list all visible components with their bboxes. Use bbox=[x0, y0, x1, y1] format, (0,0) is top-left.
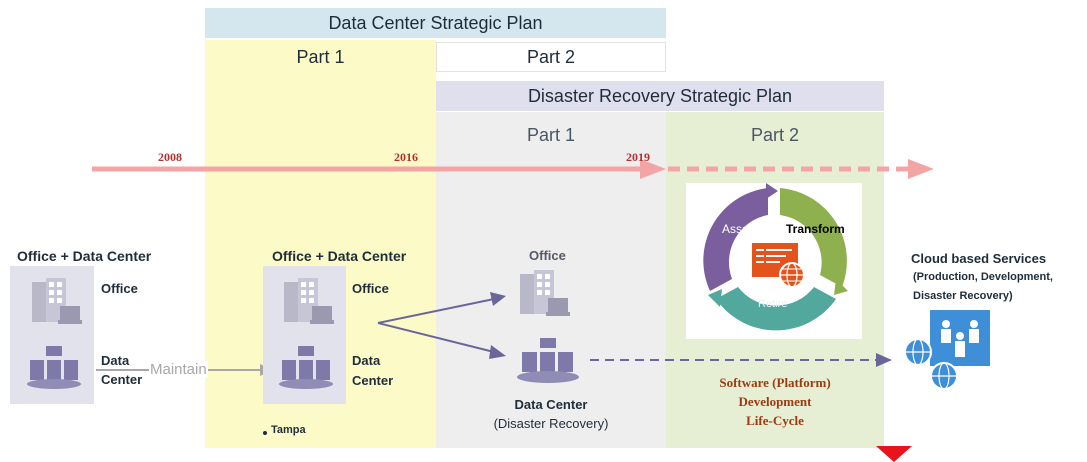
part1-stage-title: Office + Data Center bbox=[272, 248, 407, 264]
maintain-label: Maintain bbox=[149, 361, 208, 378]
left-dc-label-line2: Center bbox=[101, 372, 143, 387]
dr-part1-label: Part 1 bbox=[526, 124, 576, 145]
dc-part2-header: Part 2 bbox=[436, 42, 666, 72]
office-building-icon bbox=[520, 270, 570, 316]
year-2008: 2008 bbox=[158, 150, 182, 164]
dr-dc-label-line2: (Disaster Recovery) bbox=[493, 416, 609, 431]
part1-office-label: Office bbox=[352, 281, 389, 296]
dc-part1-label: Part 1 bbox=[296, 46, 345, 67]
left-stage-title: Office + Data Center bbox=[17, 248, 152, 264]
part1-dc-label-line2: Center bbox=[352, 373, 394, 388]
cloud-subtitle-line1: (Production, Development, bbox=[913, 271, 1053, 283]
year-2016: 2016 bbox=[394, 150, 418, 164]
sdlc-line1: Software (Platform) bbox=[719, 375, 831, 390]
tampa-label: Tampa bbox=[271, 424, 306, 436]
dr-part2-label: Part 2 bbox=[750, 124, 800, 145]
dr-part1-header: Part 1 bbox=[436, 120, 666, 150]
assess-label: Assess bbox=[722, 222, 761, 236]
dr-dc-label-line1: Data Center bbox=[514, 397, 588, 412]
transform-label: Transform bbox=[786, 222, 845, 236]
dc-part2-label: Part 2 bbox=[526, 46, 576, 67]
office-building-icon bbox=[32, 278, 82, 324]
server-icon bbox=[517, 338, 579, 383]
sdlc-label: Software (Platform) Development Life-Cyc… bbox=[666, 373, 884, 430]
dc-plan-title: Data Center Strategic Plan bbox=[328, 12, 543, 33]
dr-plan-title: Disaster Recovery Strategic Plan bbox=[527, 85, 793, 106]
server-icon bbox=[27, 346, 81, 389]
dc-part1-header: Part 1 bbox=[205, 42, 436, 72]
dr-plan-header: Disaster Recovery Strategic Plan bbox=[436, 81, 884, 111]
tampa-bullet bbox=[263, 431, 267, 435]
server-icon bbox=[279, 346, 333, 389]
dc-plan-header: Data Center Strategic Plan bbox=[205, 8, 666, 38]
document-globe-icon bbox=[752, 243, 805, 288]
cloud-subtitle-line2: Disaster Recovery) bbox=[913, 290, 1013, 302]
triangle-marker-icon bbox=[876, 446, 912, 462]
year-2019: 2019 bbox=[626, 150, 650, 164]
retire-label: Retire bbox=[758, 298, 787, 310]
dr-office-label: Office bbox=[529, 248, 566, 263]
office-building-icon bbox=[284, 278, 334, 324]
left-dc-label-line1: Data bbox=[101, 353, 130, 368]
sdlc-line3: Life-Cycle bbox=[746, 413, 804, 428]
part1-dc-label-line1: Data bbox=[352, 353, 381, 368]
sdlc-line2: Development bbox=[738, 394, 812, 409]
cycle-diagram: Assess Transform Retire bbox=[703, 183, 848, 331]
dr-part2-header: Part 2 bbox=[666, 120, 884, 150]
cloud-title: Cloud based Services bbox=[911, 251, 1047, 266]
cloud-services-icon bbox=[904, 310, 990, 390]
left-office-label: Office bbox=[101, 281, 138, 296]
